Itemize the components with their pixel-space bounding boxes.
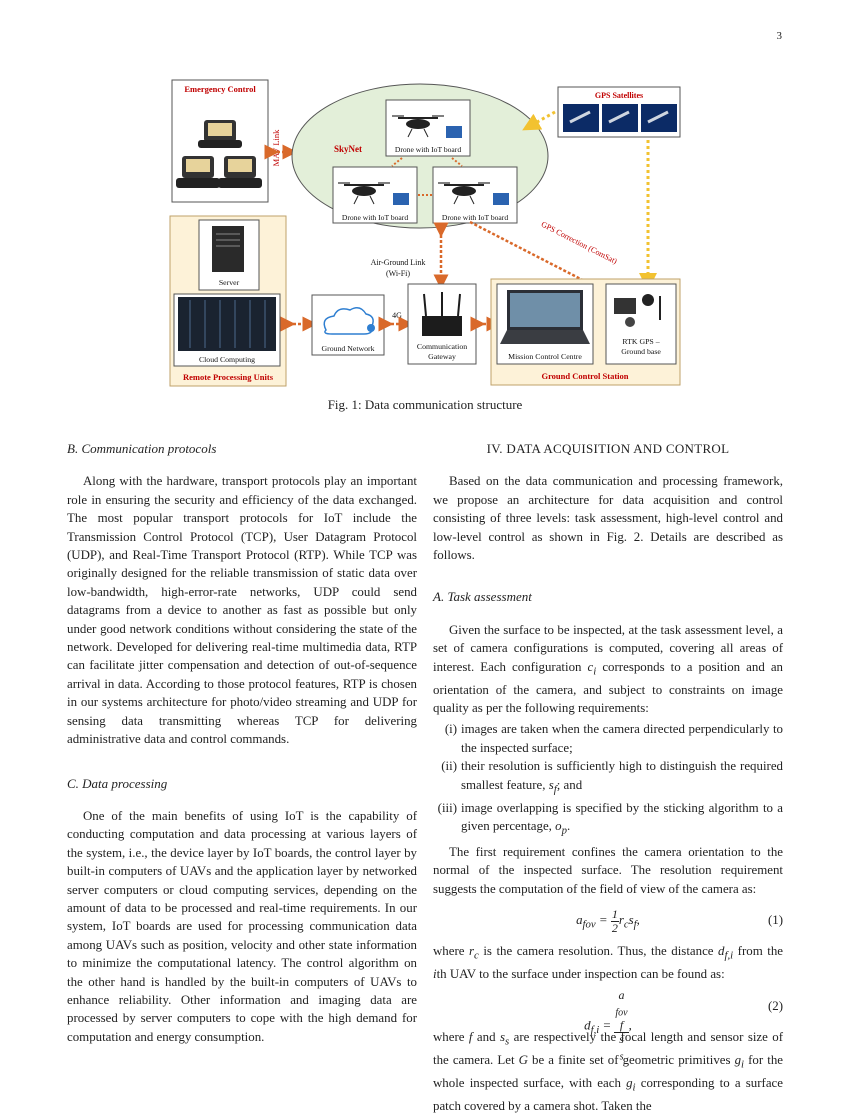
where-rc-paragraph: where rc is the camera resolution. Thus,… — [433, 944, 783, 982]
rtk-gps-label-1: RTK GPS – — [622, 337, 659, 346]
controller-icon — [218, 156, 262, 188]
gps-satellites-panel: GPS Satellites — [557, 86, 681, 138]
rtk-gps-icon — [614, 298, 636, 314]
right-column: IV. DATA ACQUISITION AND CONTROL Based o… — [433, 440, 783, 1115]
page-number: 3 — [776, 30, 783, 42]
left-column: B. Communication protocols Along with th… — [67, 440, 417, 1046]
air-ground-link-label: Air-Ground Link — [371, 258, 426, 267]
section-b-paragraph: Along with the hardware, transport proto… — [67, 474, 417, 747]
iot-board-icon — [446, 126, 462, 138]
drone-right-label: Drone with IoT board — [442, 213, 508, 222]
first-requirement-paragraph: The first requirement confines the camer… — [433, 845, 783, 896]
section-c-title: C. Data processing — [67, 775, 168, 791]
drone-top-box: Drone with IoT board — [385, 99, 471, 157]
mav-link-label: MAV Link — [271, 129, 281, 167]
iot-board-icon — [493, 193, 509, 205]
where-f-paragraph: where f and ss are respectively the foca… — [433, 1029, 784, 1113]
gps-correction-label: GPS Correction (ComSat) — [540, 220, 619, 266]
cloud-computing-label: Cloud Computing — [199, 355, 255, 364]
section-a-intro: Given the surface to be inspected, at th… — [433, 622, 783, 716]
mission-control-label: Mission Control Centre — [508, 352, 582, 361]
communication-gateway-box: Communication Gateway — [407, 283, 477, 365]
section-b-title: B. Communication protocols — [67, 441, 217, 456]
drone-left-label: Drone with IoT board — [342, 213, 408, 222]
wifi-label: (Wi-Fi) — [386, 269, 410, 278]
ground-network-box: Ground Network — [311, 294, 385, 356]
ground-control-station-panel: Mission Control Centre RTK GPS – Ground … — [490, 278, 681, 386]
iot-board-icon — [393, 193, 409, 205]
fourg-label: 4G — [392, 311, 402, 320]
controller-icon — [176, 156, 220, 188]
equation-2-number: (2) — [767, 998, 783, 1013]
globe-icon — [367, 324, 375, 332]
router-icon — [422, 316, 462, 336]
drone-icon — [338, 182, 390, 205]
cloud-icon — [323, 307, 374, 335]
emergency-control-label: Emergency Control — [184, 84, 256, 94]
list-item: (ii)their resolution is sufficiently hig… — [441, 759, 783, 796]
ground-network-label: Ground Network — [321, 344, 374, 353]
comm-gateway-label-2: Gateway — [428, 352, 456, 361]
server-icon — [212, 226, 244, 272]
section-c-paragraph: One of the main benefits of using IoT is… — [67, 808, 417, 1044]
drone-right-box: Drone with IoT board — [432, 166, 518, 224]
drone-left-box: Drone with IoT board — [332, 166, 418, 224]
drone-top-label: Drone with IoT board — [395, 145, 461, 154]
remote-processing-units-panel: Server Cloud Computing Remote Processing… — [169, 215, 287, 387]
emergency-control-panel: Emergency Control — [171, 79, 269, 203]
cloud-computing-icon — [178, 297, 276, 351]
drone-icon — [438, 182, 490, 205]
section-iv-paragraph: Based on the data communication and proc… — [433, 474, 783, 563]
ground-control-station-label: Ground Control Station — [541, 371, 628, 381]
requirements-list: (i)images are taken when the camera dire… — [433, 720, 783, 840]
server-label: Server — [219, 278, 240, 287]
list-item: (i)images are taken when the camera dire… — [444, 722, 783, 755]
skynet-label: SkyNet — [334, 144, 362, 154]
controller-icon — [198, 120, 242, 148]
remote-processing-units-label: Remote Processing Units — [183, 372, 274, 382]
section-iv-title: IV. DATA ACQUISITION AND CONTROL — [486, 441, 730, 456]
comm-gateway-label-1: Communication — [417, 342, 467, 351]
gps-satellites-label: GPS Satellites — [595, 91, 643, 100]
section-a-title: A. Task assessment — [433, 589, 532, 605]
rtk-gps-label-2: Ground base — [621, 347, 661, 356]
equation-1-number: (1) — [767, 913, 783, 928]
figure-data-communication: Emergency Control MAV Link SkyNet — [0, 0, 850, 420]
drone-icon — [392, 115, 444, 138]
list-item: (iii)image overlapping is specified by t… — [437, 800, 783, 837]
figure-caption: Fig. 1: Data communication structure — [327, 397, 523, 412]
